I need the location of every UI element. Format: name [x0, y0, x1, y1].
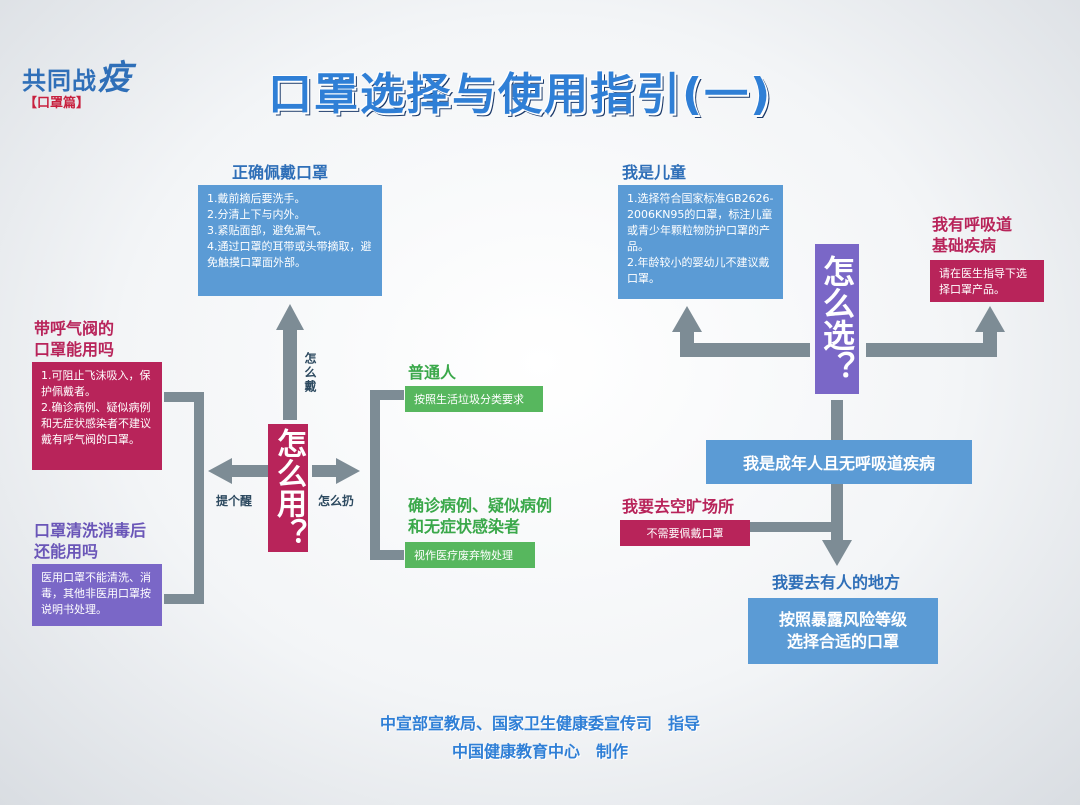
child-box: 1.选择符合国家标准GB2626-2006KN95的口罩，标注儿童或青少年颗粒物…: [618, 185, 783, 299]
crowd-header: 我要去有人的地方: [772, 573, 901, 592]
connector-child-horizontal: [680, 343, 810, 357]
page-title: 口罩选择与使用指引(一): [268, 69, 773, 120]
connector-choose-down: [831, 400, 843, 440]
connector-resp-arrowhead: [975, 306, 1005, 332]
correct-wear-item: 2.分清上下与内外。: [207, 208, 306, 221]
correct-wear-item: 3.紧贴面部，避免漏气。: [207, 224, 328, 237]
logo-subtitle: 【口罩篇】: [24, 96, 90, 111]
child-header: 我是儿童: [622, 163, 687, 182]
connector-child-arrowhead: [672, 306, 702, 332]
valve-header-line2: 口罩能用吗: [34, 340, 115, 359]
connector-open-horizontal: [748, 522, 836, 532]
valve-header: 带呼气阀的 口罩能用吗: [34, 318, 114, 360]
adult-box: 我是成年人且无呼吸道疾病: [706, 440, 972, 484]
connector-child-vertical: [680, 328, 694, 357]
connector-resp-vertical: [983, 328, 997, 357]
patient-text: 视作医疗废弃物处理: [414, 549, 513, 562]
open-space-text: 不需要佩戴口罩: [646, 527, 724, 540]
correct-wear-box: 1.戴前摘后要洗手。 2.分清上下与内外。 3.紧贴面部，避免漏气。 4.通过口…: [198, 185, 382, 296]
respiratory-text: 请在医生指导下选择口罩产品。: [939, 267, 1027, 296]
valve-header-line1: 带呼气阀的: [34, 319, 115, 338]
how-to-choose-center: 怎么选？: [815, 244, 859, 394]
right-bracket-vertical: [370, 390, 380, 560]
connector-left-arrowhead: [208, 458, 232, 484]
right-bracket-top: [370, 390, 404, 400]
crowd-box: 按照暴露风险等级 选择合适的口罩: [748, 598, 938, 664]
clean-text: 医用口罩不能清洗、消毒，其他非医用口罩按说明书处理。: [41, 571, 151, 616]
respiratory-box: 请在医生指导下选择口罩产品。: [930, 260, 1044, 302]
child-item: 2.年龄较小的婴幼儿不建议戴口罩。: [627, 256, 770, 285]
patient-header-line2: 和无症状感染者: [408, 517, 521, 536]
connector-resp-horizontal: [866, 343, 996, 357]
clean-box: 医用口罩不能清洗、消毒，其他非医用口罩按说明书处理。: [32, 564, 162, 626]
respiratory-header: 我有呼吸道 基础疾病: [932, 214, 1012, 256]
valve-item: 1.可阻止飞沫吸入，保护佩戴者。: [41, 369, 151, 398]
patient-box: 视作医疗废弃物处理: [405, 542, 535, 568]
how-to-throw-label: 怎么扔: [318, 494, 355, 508]
patient-header: 确诊病例、疑似病例 和无症状感染者: [408, 495, 552, 537]
crowd-line2: 选择合适的口罩: [786, 632, 899, 651]
logo-main-text: 共同战: [22, 67, 97, 95]
connector-up-shaft: [283, 328, 297, 420]
footer-guidance: 中宣部宣教局、国家卫生健康委宣传司 指导: [379, 714, 700, 733]
respiratory-header-line1: 我有呼吸道: [932, 215, 1013, 234]
clean-header: 口罩清洗消毒后 还能用吗: [34, 520, 146, 562]
logo-title: 共同战疫: [22, 50, 132, 99]
clean-header-line1: 口罩清洗消毒后: [34, 521, 147, 540]
connector-adult-down: [831, 484, 843, 544]
patient-header-line1: 确诊病例、疑似病例: [408, 496, 553, 515]
open-space-box: 不需要佩戴口罩: [620, 520, 750, 546]
connector-crowd-arrowhead: [822, 540, 852, 566]
crowd-line1: 按照暴露风险等级: [778, 610, 907, 629]
how-to-wear-label: 怎么戴: [303, 352, 317, 394]
reminder-label: 提个醒: [216, 494, 253, 508]
how-to-use-center: 怎么用？: [268, 424, 308, 552]
valve-item: 2.确诊病例、疑似病例和无症状感染者不建议戴有呼气阀的口罩。: [41, 401, 151, 446]
logo-accent-text: 疫: [97, 58, 132, 98]
respiratory-header-line2: 基础疾病: [932, 236, 997, 255]
connector-right-shaft: [312, 465, 338, 477]
correct-wear-header: 正确佩戴口罩: [232, 163, 329, 182]
correct-wear-item: 1.戴前摘后要洗手。: [207, 192, 306, 205]
clean-header-line2: 还能用吗: [34, 542, 99, 561]
ordinary-box: 按照生活垃圾分类要求: [405, 386, 543, 412]
connector-right-arrowhead: [336, 458, 360, 484]
ordinary-header: 普通人: [408, 363, 457, 382]
left-bracket-bottom: [164, 594, 204, 604]
connector-up-arrowhead: [276, 304, 304, 330]
ordinary-text: 按照生活垃圾分类要求: [414, 393, 524, 406]
left-bracket-vertical: [194, 392, 204, 604]
child-item: 1.选择符合国家标准GB2626-2006KN95的口罩，标注儿童或青少年颗粒物…: [627, 192, 774, 253]
connector-left-shaft: [228, 465, 270, 477]
valve-box: 1.可阻止飞沫吸入，保护佩戴者。 2.确诊病例、疑似病例和无症状感染者不建议戴有…: [32, 362, 162, 470]
open-space-header: 我要去空旷场所: [622, 497, 735, 516]
footer-producer: 中国健康教育中心 制作: [451, 742, 628, 761]
left-bracket-top: [164, 392, 204, 402]
right-bracket-bottom: [370, 550, 404, 560]
correct-wear-item: 4.通过口罩的耳带或头带摘取，避免触摸口罩面外部。: [207, 240, 372, 269]
